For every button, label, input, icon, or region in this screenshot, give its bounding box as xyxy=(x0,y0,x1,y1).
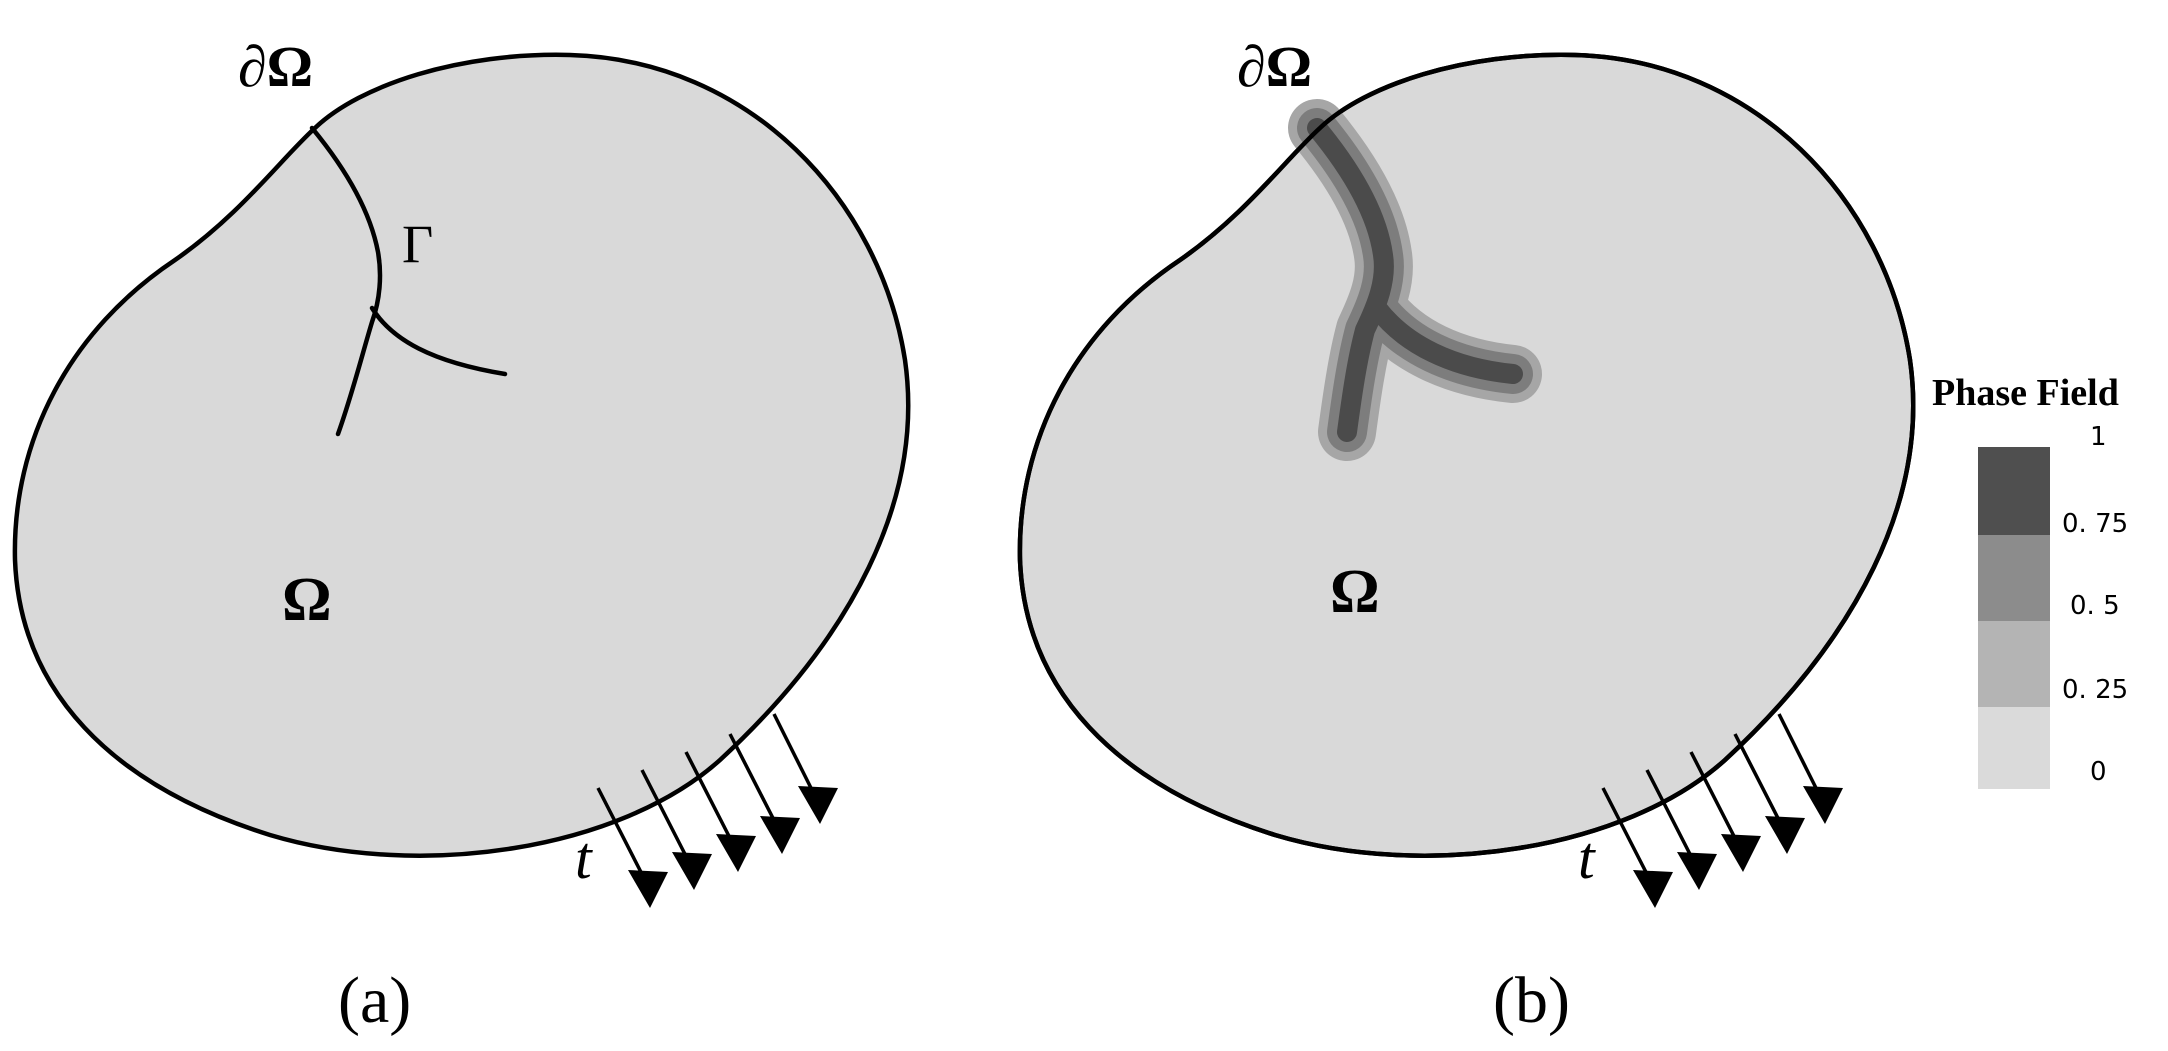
legend-tick-4: 0 xyxy=(2090,757,2107,787)
legend-band-0 xyxy=(1978,447,2050,535)
boundary-label-b: ∂Ω xyxy=(1237,34,1312,99)
phase-field-crack-band xyxy=(1288,99,1542,461)
domain-b-body xyxy=(1020,55,1913,856)
legend-title: Phase Field xyxy=(1932,372,2119,414)
traction-label-a: t xyxy=(575,825,593,891)
phase-field-legend: Phase Field 1 0. 75 0. 5 0. 25 0 xyxy=(1932,372,2128,789)
legend-band-2 xyxy=(1978,621,2050,707)
domain-a-body xyxy=(15,55,908,856)
crack-label: Γ xyxy=(402,214,433,274)
domain-label-b: Ω xyxy=(1330,558,1380,626)
phase-band-core xyxy=(1307,118,1523,442)
boundary-label-a: ∂Ω xyxy=(238,34,313,99)
legend-tick-2: 0. 5 xyxy=(2070,591,2120,621)
domain-label-a: Ω xyxy=(282,566,332,634)
traction-label-b: t xyxy=(1578,825,1596,891)
panel-a: ∂Ω Γ Ω t (a) xyxy=(15,34,908,1037)
legend-tick-3: 0. 25 xyxy=(2062,675,2128,705)
legend-band-1 xyxy=(1978,535,2050,621)
legend-tick-1: 0. 75 xyxy=(2062,509,2128,539)
caption-b: (b) xyxy=(1493,964,1570,1037)
caption-a: (a) xyxy=(338,964,411,1037)
legend-tick-0: 1 xyxy=(2090,422,2107,452)
panel-b: ∂Ω Ω t (b) xyxy=(1020,34,1913,1037)
legend-band-3 xyxy=(1978,707,2050,789)
